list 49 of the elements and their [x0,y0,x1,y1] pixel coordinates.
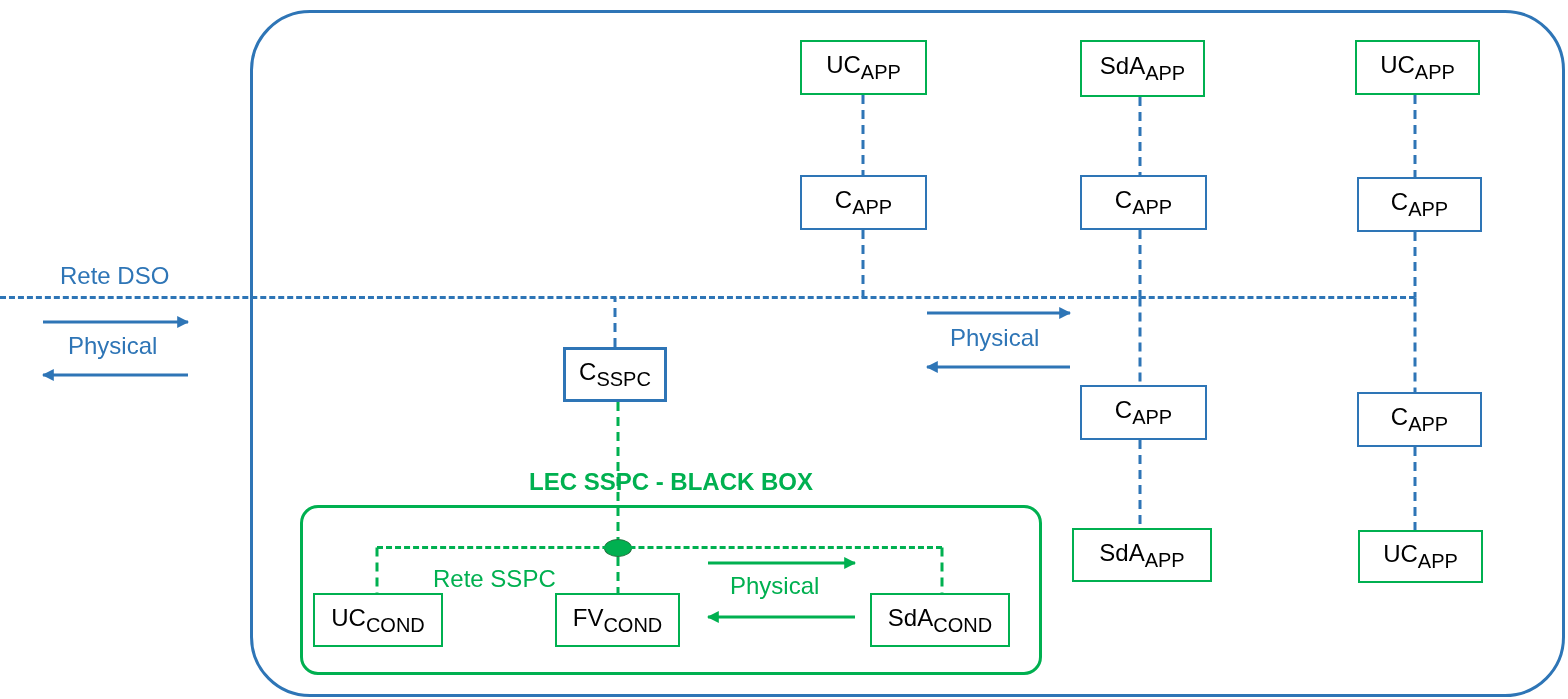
device-box [1355,40,1480,95]
connector-line [1138,97,1142,175]
connector-line [1413,297,1417,392]
box-label: C$_{APP}$ [834,186,893,219]
connector-line [861,95,865,175]
device-box [1357,177,1482,232]
device-box [800,175,927,230]
device-box [1358,530,1483,583]
flow-label: Physical [950,324,1040,352]
connector-line [1413,447,1417,530]
box-label: C$_{APP}$ [1390,403,1449,436]
device-box [563,347,667,402]
network-label: Rete SSPC [433,565,556,593]
group-title: LEC SSPC - BLACK BOX [528,468,814,496]
box-label: SdA$_{COND}$ [887,603,993,637]
box-label: C$_{APP}$ [1390,188,1449,221]
box-label: FV$_{COND}$ [572,603,663,637]
device-box [1080,385,1207,440]
box-label: UC$_{APP}$ [1380,51,1455,84]
box-label: UC$_{COND}$ [331,603,425,637]
box-label: SdA$_{APP}$ [1099,538,1185,572]
connector-line [1138,297,1142,385]
system-boundary [250,10,1565,697]
connector-line [1413,95,1417,177]
box-label: UC$_{APP}$ [826,51,901,84]
device-box [1357,392,1482,447]
connector-line [1138,230,1142,298]
device-box [1080,40,1205,97]
box-label: C$_{APP}$ [1114,186,1173,219]
connector-line [616,402,620,539]
device-box [1072,528,1212,582]
connector-line [1413,232,1417,298]
box-label: SdA$_{APP}$ [1099,52,1186,85]
box-label: C$_{APP}$ [1114,396,1173,429]
box-label: C$_{SSPC}$ [579,358,651,391]
flow-label: Physical [68,332,158,360]
device-box [870,593,1010,647]
device-box [313,593,443,647]
network-label: Rete DSO [60,262,170,290]
junction-dot [604,539,632,557]
network-bus [377,546,942,549]
flow-label: Physical [730,572,820,600]
connector-line [861,230,865,298]
device-box [1080,175,1207,230]
connector-line [613,297,617,347]
connector-line [616,557,620,593]
box-label: UC$_{APP}$ [1383,540,1458,573]
device-box [555,593,680,647]
device-box [800,40,927,95]
